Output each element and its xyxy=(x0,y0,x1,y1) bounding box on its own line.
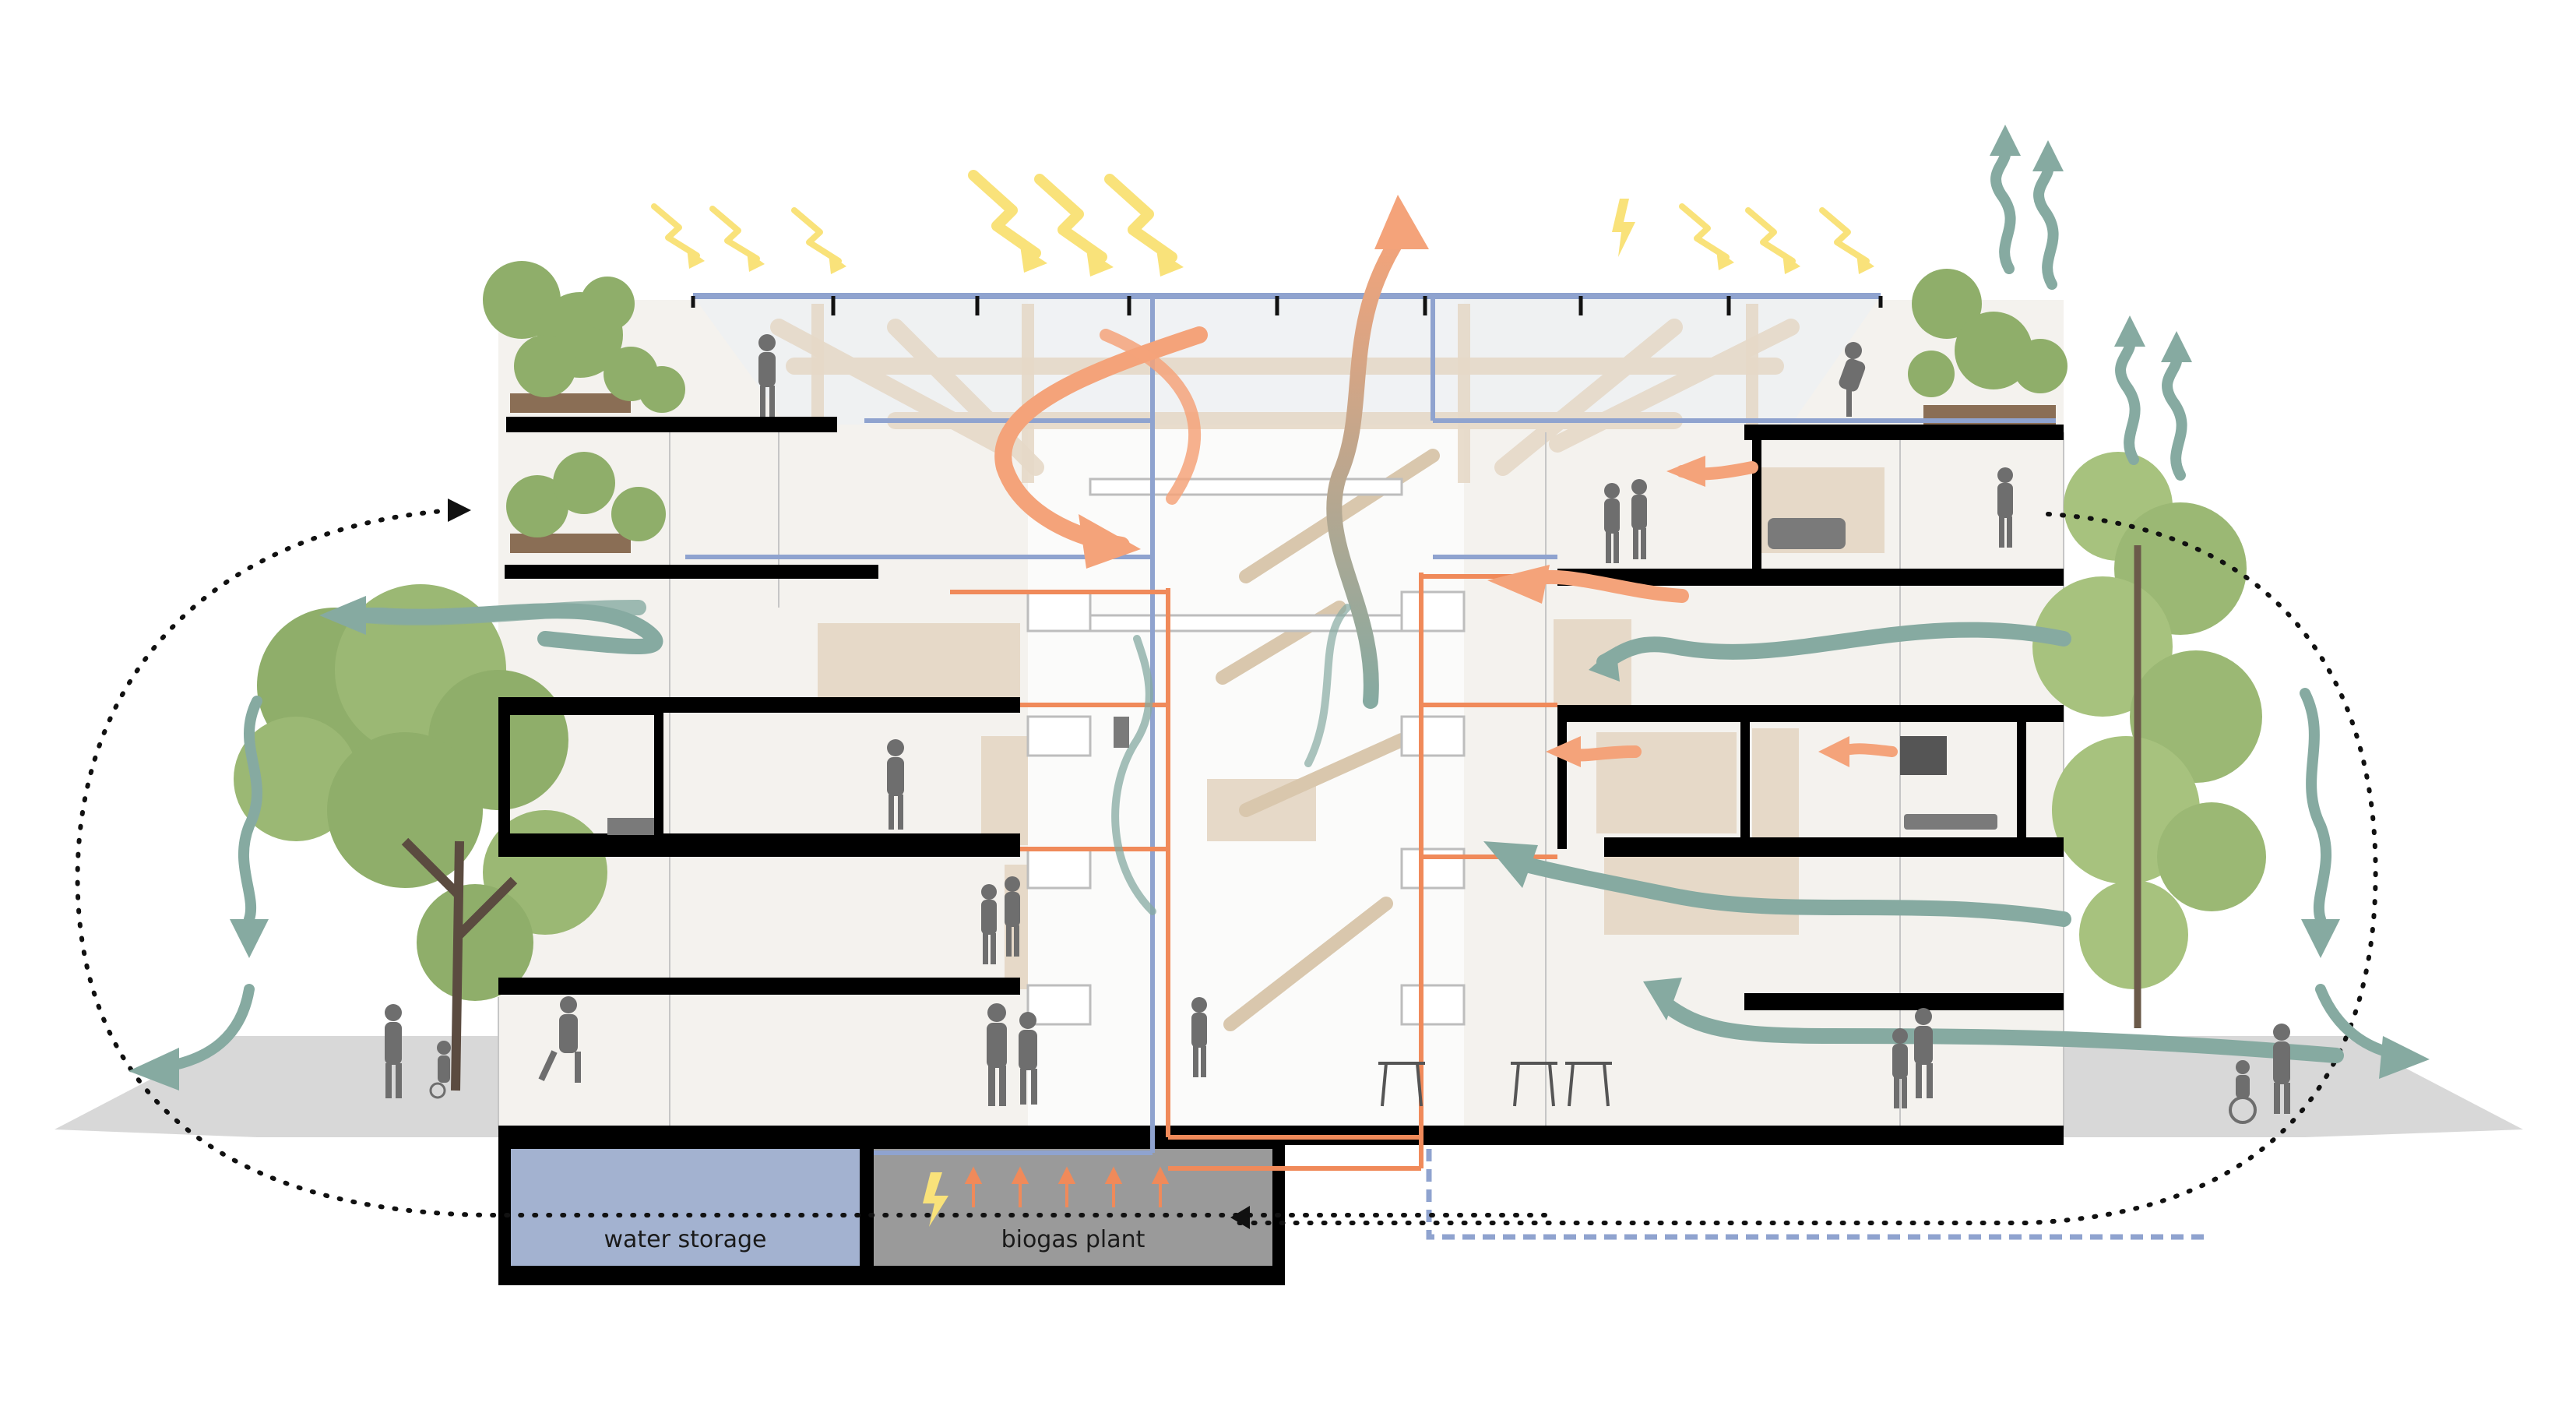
fresh-air-arrowheads xyxy=(319,596,1682,1020)
sun-ray-icon xyxy=(651,170,1870,264)
warm-air-arrowheads xyxy=(1079,195,1849,767)
interior-furniture xyxy=(607,518,1997,835)
cafe-furniture xyxy=(1378,1062,1612,1107)
blue-service-pipes xyxy=(685,296,2056,1155)
basement-lightning-icon xyxy=(923,1172,948,1227)
biogas-plant-label: biogas plant xyxy=(1001,1226,1145,1253)
atrium-void xyxy=(1028,300,1464,1129)
loop-arrowhead-top xyxy=(448,499,471,522)
timber-walls xyxy=(818,467,1884,989)
lightning-icon xyxy=(1612,199,1635,257)
orange-heating-pipes xyxy=(950,573,1557,1171)
water-storage-label: water storage xyxy=(604,1226,767,1253)
left-tree xyxy=(234,584,607,1091)
dotted-loop-arrow-icon xyxy=(75,508,2378,1225)
side-air-arrowheads xyxy=(128,125,2430,1091)
biogas-heat-arrows xyxy=(964,1166,1170,1207)
right-tree xyxy=(2032,452,2266,1028)
roof-garden-vegetation xyxy=(483,261,2067,541)
dashed-greywater-pipe xyxy=(1426,1149,2204,1240)
water-storage-tank xyxy=(511,1149,860,1266)
sun-ray-arrowheads xyxy=(687,245,1874,277)
people-silhouettes xyxy=(385,334,2290,1124)
loop-arrowhead-basement xyxy=(1230,1206,1250,1229)
